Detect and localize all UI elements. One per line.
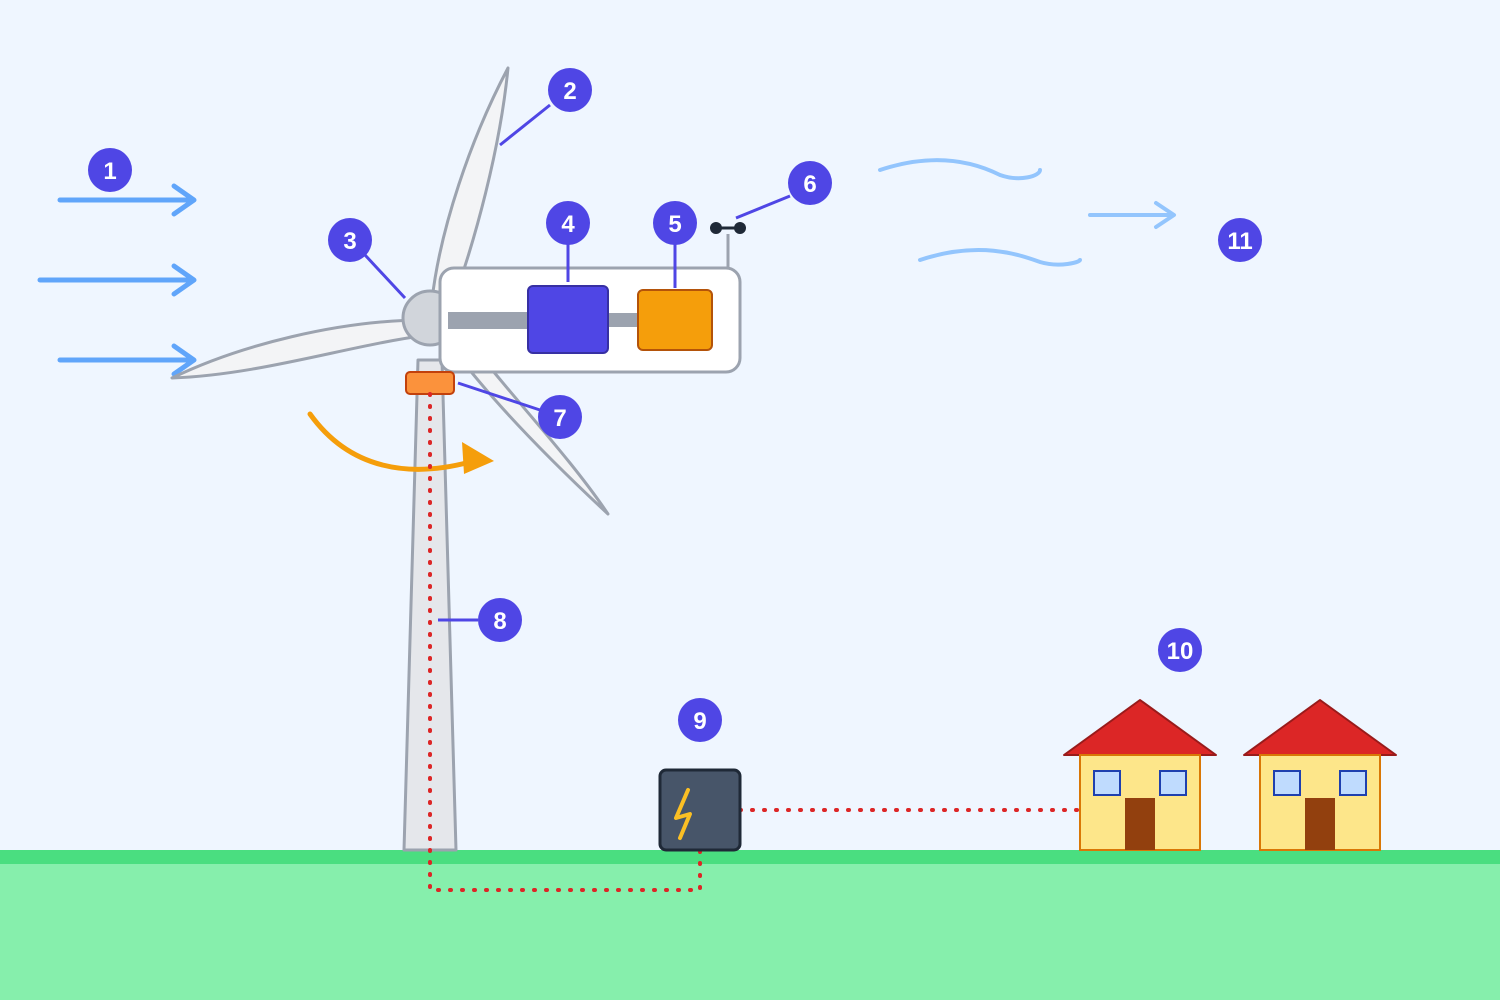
wind-arrow [57,183,197,217]
anemometer-icon [710,222,746,268]
wake-wave [918,248,1082,267]
leader-line [499,103,551,147]
wake-wind [878,158,1176,267]
wind-arrow [37,263,197,297]
marker-label: 8 [493,608,506,635]
leader-line [457,381,541,412]
marker-label: 3 [343,228,356,255]
main-shaft [448,312,530,329]
marker-6: 6 [788,161,832,205]
marker-label: 7 [553,405,566,432]
marker-4: 4 [546,201,590,245]
lightning-bolt-icon [674,788,692,840]
marker-label: 1 [103,158,116,185]
marker-label: 4 [561,211,575,238]
wind-arrow [57,343,197,377]
marker-8: 8 [478,598,522,642]
house-window [1339,770,1367,796]
marker-label: 5 [668,211,681,238]
house-door [1125,798,1155,850]
house-door [1305,798,1335,850]
outgoing-wind-arrow [1088,201,1176,229]
marker-label: 9 [693,708,706,735]
marker-7: 7 [538,395,582,439]
ground [0,850,1500,1000]
high-speed-shaft [606,313,640,327]
house [1063,699,1217,851]
house-window [1093,770,1121,796]
marker-2: 2 [548,68,592,112]
marker-10: 10 [1158,628,1202,672]
tower [402,358,458,852]
house [1243,699,1397,851]
marker-1: 1 [88,148,132,192]
blade-left [170,318,430,380]
house-window [1273,770,1301,796]
leader-lines [363,103,791,622]
marker-label: 10 [1167,638,1194,665]
rotation-arrow-icon [307,411,494,474]
transformer [658,768,742,852]
ground-edge [0,850,1500,864]
generator [637,289,713,351]
incoming-wind [37,183,197,377]
leader-line [735,194,791,220]
marker-5: 5 [653,201,697,245]
marker-9: 9 [678,698,722,742]
leader-line [363,253,407,300]
marker-label: 2 [563,78,576,105]
wake-wave [878,158,1042,181]
marker-3: 3 [328,218,372,262]
marker-label: 6 [803,171,816,198]
blade-upper [430,66,510,307]
yaw-system [405,371,455,395]
house-window [1159,770,1187,796]
gearbox [527,285,609,354]
marker-11: 11 [1218,218,1262,262]
marker-label: 11 [1227,228,1252,255]
